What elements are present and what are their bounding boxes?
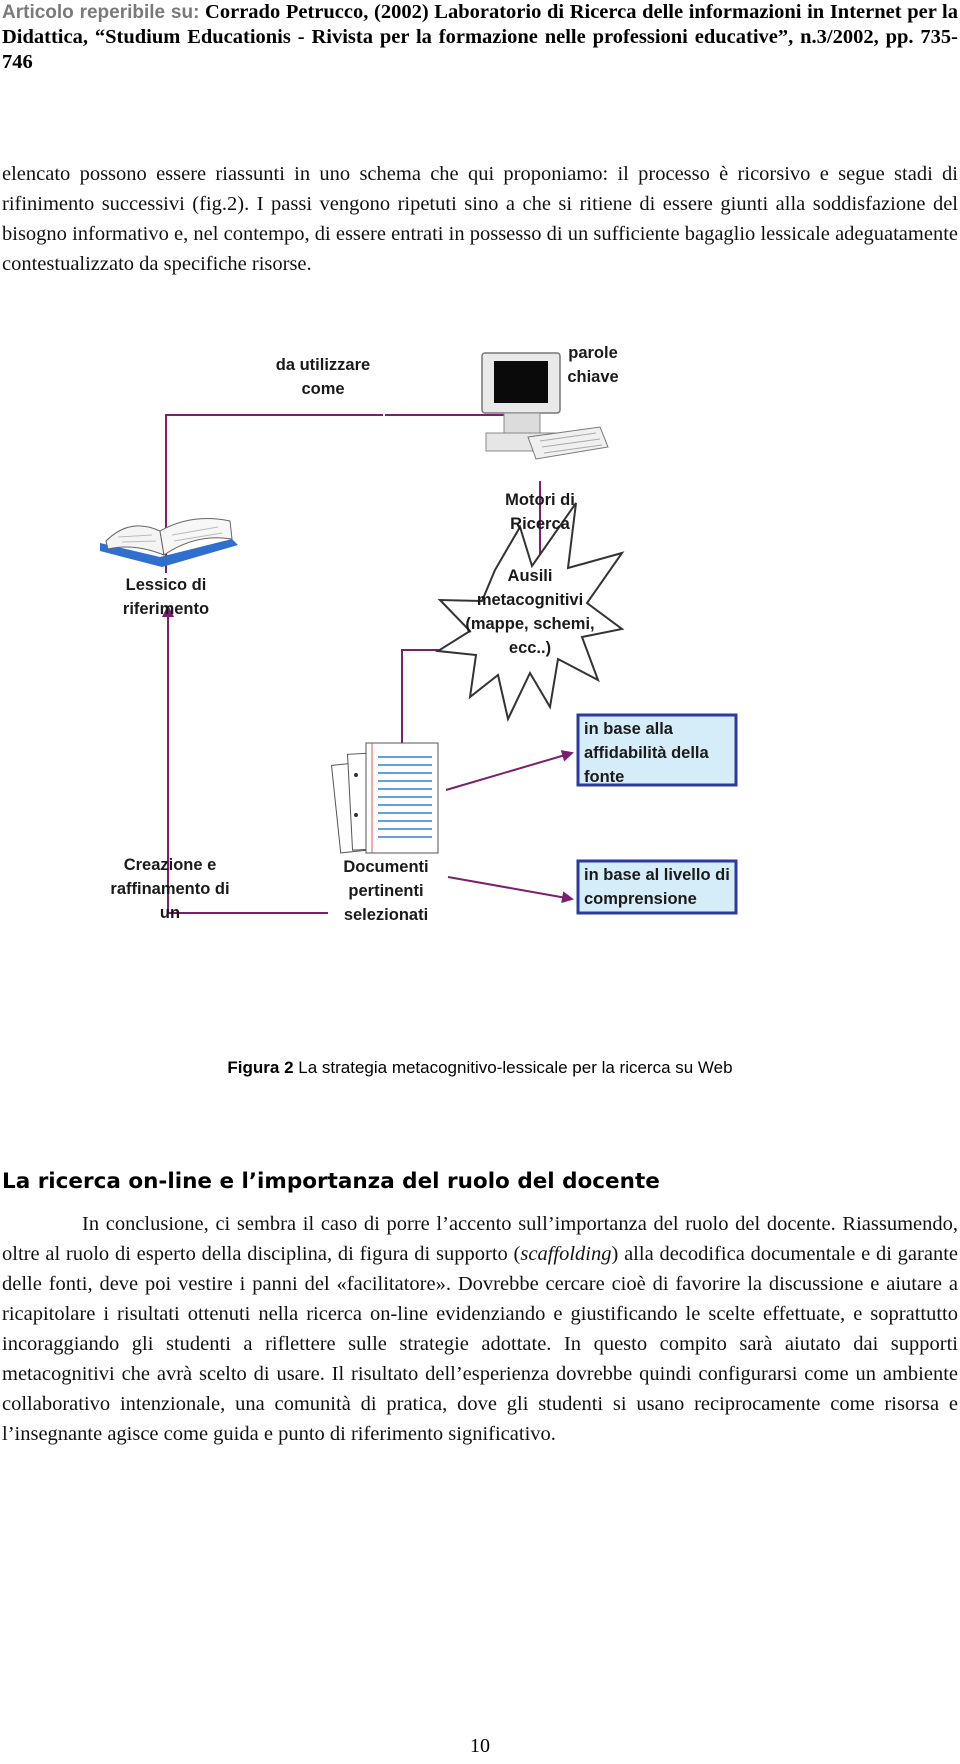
diagram-graphics bbox=[100, 352, 738, 915]
arrow-to-box2 bbox=[447, 876, 574, 904]
box1-label: in base alla affidabilità della fonte bbox=[584, 720, 709, 786]
figure-caption: Figura 2 La strategia metacognitivo-less… bbox=[0, 1058, 960, 1078]
box2-frame bbox=[576, 859, 738, 915]
intro-paragraph: elencato possono essere riassunti in uno… bbox=[2, 159, 958, 279]
box1-frame bbox=[576, 713, 738, 787]
paragraph-end: ) alla decodifica documentale e di garan… bbox=[2, 1243, 958, 1445]
arrow-documenti-to-lessico bbox=[162, 605, 328, 914]
paragraph-start: In conclusione, ci sembra il caso di por… bbox=[2, 1213, 958, 1265]
connector-top-left bbox=[165, 414, 515, 573]
paragraph-text: elencato possono essere riassunti in uno… bbox=[2, 163, 958, 275]
box2-label: in base al livello di comprensione bbox=[584, 866, 730, 908]
documents-icon bbox=[330, 742, 439, 854]
conclusion-paragraph: In conclusione, ci sembra il caso di por… bbox=[2, 1209, 958, 1449]
label-documenti: Documenti pertinenti selezionati bbox=[343, 858, 429, 924]
label-creazione: Creazione e raffinamento di un bbox=[110, 856, 230, 922]
caption-label: Figura 2 bbox=[227, 1058, 294, 1077]
open-book-icon bbox=[100, 518, 238, 567]
header-citation: Corrado Petrucco, (2002) Laboratorio di … bbox=[2, 1, 959, 73]
header-label: Articolo reperibile su: bbox=[2, 2, 200, 23]
label-motori-ricerca: Motori di Ricerca bbox=[505, 491, 575, 533]
label-lessico: Lessico di riferimento bbox=[122, 576, 210, 618]
label-parole-chiave: parole chiave bbox=[567, 344, 619, 386]
page-number: 10 bbox=[470, 1735, 490, 1757]
label-ausili: Ausili metacognitivi (mappe, schemi, ecc… bbox=[465, 567, 595, 657]
article-header: Articolo reperibile su: Corrado Petrucco… bbox=[2, 0, 958, 75]
italic-term: scaffolding bbox=[520, 1243, 612, 1265]
figure-2-diagram: parole chiave da utilizzare come Motori … bbox=[100, 344, 860, 1035]
section-heading: La ricerca on-line e l’importanza del ru… bbox=[2, 1169, 660, 1194]
arrow-to-box1 bbox=[445, 750, 574, 791]
computer-icon bbox=[481, 352, 609, 460]
starburst-icon bbox=[435, 502, 625, 723]
label-da-utilizzare: da utilizzare come bbox=[275, 356, 371, 398]
caption-text: La strategia metacognitivo-lessicale per… bbox=[293, 1058, 733, 1077]
